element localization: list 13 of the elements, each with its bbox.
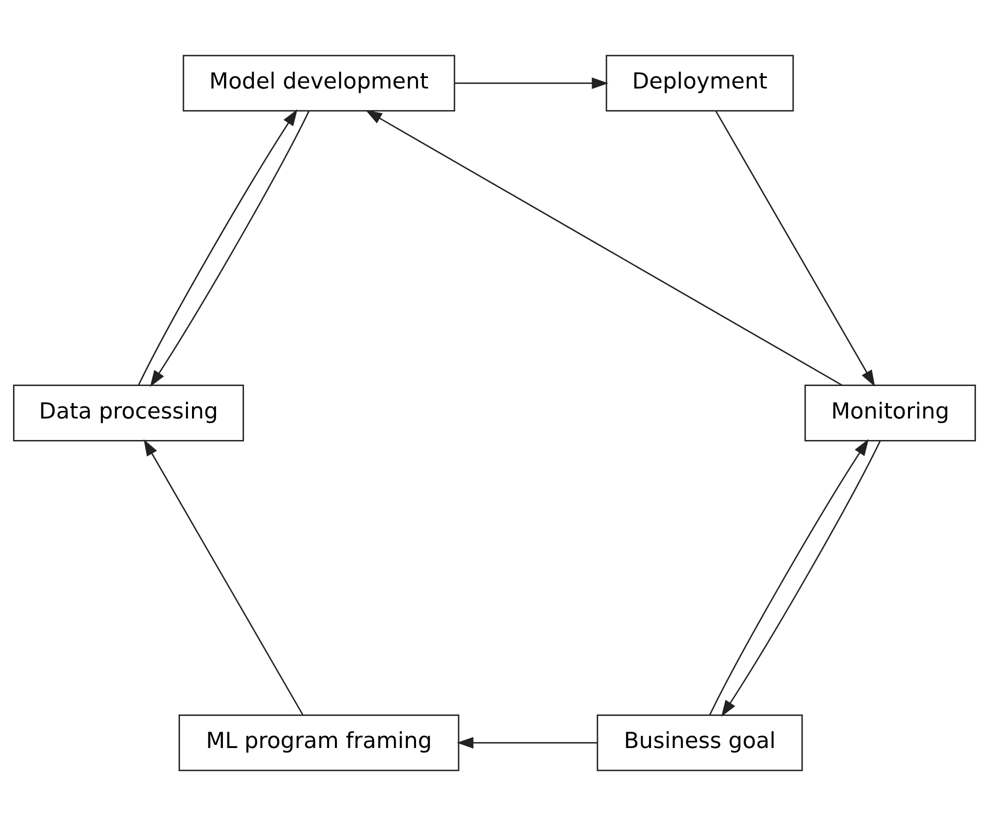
node-box: Deployment [606, 54, 794, 112]
node-box: Business goal [596, 714, 803, 771]
arrow [456, 736, 598, 748]
node-box: Data processing [13, 384, 244, 441]
arrow [138, 108, 298, 385]
node-box: Monitoring [804, 384, 976, 441]
arrow [715, 110, 876, 386]
arrow [365, 110, 842, 386]
node-box: ML program framing [178, 714, 460, 771]
node-box: Model development [182, 54, 456, 112]
arrow [144, 438, 304, 715]
arrow [150, 110, 310, 386]
arrow [454, 76, 608, 88]
